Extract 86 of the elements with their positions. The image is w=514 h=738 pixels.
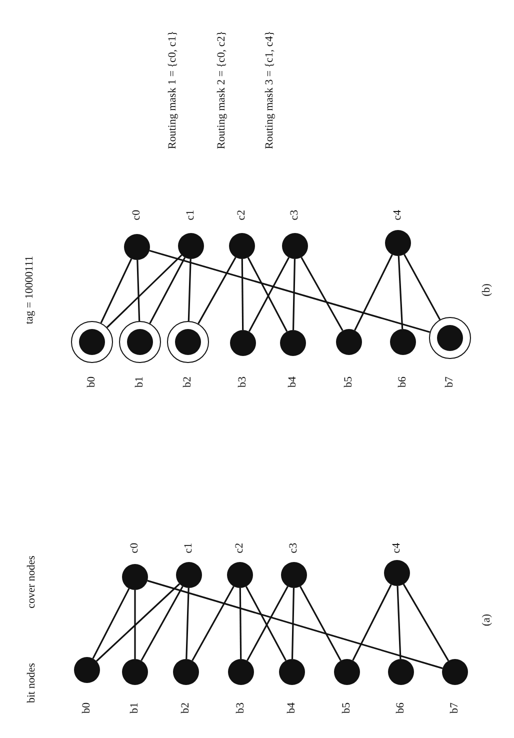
node-circle (228, 659, 254, 685)
node-circle (390, 329, 416, 355)
ringed-node-circle (167, 321, 209, 363)
node-label: c3 (290, 210, 300, 220)
connector-line (198, 256, 236, 324)
node-circle (227, 562, 253, 588)
node-circle (229, 233, 255, 259)
node-label: b3 (236, 702, 246, 714)
node-label: b3 (238, 376, 248, 388)
connector-line (149, 250, 430, 333)
node-label: c2 (234, 542, 246, 554)
node-circle (442, 659, 468, 685)
connector-line (192, 586, 234, 662)
connector-line (300, 586, 342, 661)
node-circle (336, 329, 362, 355)
caption-text: (b) (482, 284, 492, 296)
caption-text: (a) (482, 614, 492, 626)
caption-text: tag = 10000111 (24, 256, 36, 324)
node-circle (385, 230, 411, 256)
connector-line (292, 258, 296, 330)
node-circle (280, 330, 306, 356)
node-circle (176, 562, 202, 588)
node-label: b4 (286, 702, 298, 714)
connector-line (92, 588, 130, 659)
connector-line (188, 258, 192, 322)
node-label: b7 (444, 376, 456, 388)
node-label: b1 (134, 376, 146, 388)
node-circle (122, 659, 148, 685)
node-label: b6 (396, 702, 406, 714)
connector-line (149, 257, 186, 324)
connector-line (396, 586, 402, 660)
caption-text: bit nodes (26, 662, 38, 704)
node-label: c1 (184, 542, 194, 554)
connector-line (291, 588, 295, 660)
node-label: b7 (450, 702, 460, 714)
node-circle (124, 234, 150, 260)
node-label: c3 (288, 542, 300, 554)
caption-text: cover nodes (26, 556, 38, 608)
connector-line (402, 584, 450, 662)
node-label: b6 (398, 376, 408, 388)
connector-line (100, 258, 132, 324)
caption-text: Routing mask 1 = {c0, c1} (168, 30, 178, 150)
node-circle (74, 657, 100, 683)
node-label: c2 (236, 210, 248, 220)
ringed-node-circle (119, 321, 161, 363)
node-circle (230, 330, 256, 356)
node-label: b0 (86, 376, 98, 388)
node-label: c0 (132, 210, 142, 220)
connector-line (96, 583, 180, 662)
caption-text: Routing mask 3 = {c1, c4} (264, 30, 276, 150)
connector-line (239, 588, 242, 659)
connector-line (398, 256, 404, 330)
connector-line (352, 584, 392, 661)
connector-line (134, 590, 136, 659)
connector-line (140, 586, 184, 662)
connector-line (106, 254, 182, 328)
connector-line (300, 256, 344, 332)
node-circle (279, 659, 305, 685)
node-circle (173, 659, 199, 685)
node-label: b1 (130, 702, 140, 714)
node-label: c4 (392, 542, 402, 554)
connector-line (147, 580, 443, 670)
connector-line (136, 260, 140, 322)
ringed-node-circle (429, 317, 471, 359)
node-label: c4 (392, 210, 404, 220)
connector-line (241, 259, 244, 330)
node-label: c1 (186, 210, 196, 220)
node-label: b4 (288, 376, 298, 388)
node-circle (384, 560, 410, 586)
caption-text: Routing mask 2 = {c0, c2} (216, 30, 228, 150)
node-label: c0 (130, 542, 140, 554)
connector-line (404, 254, 441, 320)
connector-line (186, 588, 190, 660)
node-label: b2 (180, 702, 192, 714)
node-circle (178, 233, 204, 259)
connector-line (354, 254, 393, 331)
ringed-node-circle (71, 321, 113, 363)
node-circle (281, 562, 307, 588)
node-label: b5 (342, 702, 352, 714)
node-label: b0 (82, 702, 92, 714)
node-circle (122, 564, 148, 590)
node-circle (334, 659, 360, 685)
node-circle (388, 659, 414, 685)
node-label: b5 (344, 376, 354, 388)
node-label: b2 (182, 376, 194, 388)
node-circle (282, 233, 308, 259)
